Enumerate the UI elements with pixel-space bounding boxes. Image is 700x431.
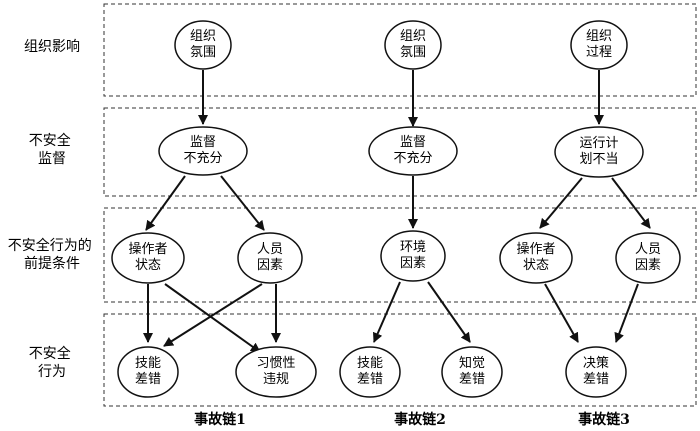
band-preconditions xyxy=(103,207,697,303)
arrow-c3-sup-to-pre-b xyxy=(611,177,651,229)
svg-text:技能差错: 技能差错 xyxy=(135,356,161,387)
level-label-unsafe-acts: 不安全 行为 xyxy=(29,345,75,380)
svg-text:操作者状态: 操作者状态 xyxy=(128,241,167,273)
svg-text:决策差错: 决策差错 xyxy=(583,355,609,387)
band-unsafe-acts xyxy=(103,313,697,407)
svg-text:人员因素: 人员因素 xyxy=(257,242,283,273)
arrow-c3-pre-b-to-act xyxy=(614,283,639,343)
svg-text:运行计划不当: 运行计划不当 xyxy=(579,136,618,167)
arrow-c1-pre-b-to-act-a xyxy=(163,283,263,347)
level-label-org-influence: 组织影响 xyxy=(24,39,80,55)
svg-text:监督不充分: 监督不充分 xyxy=(393,135,432,166)
svg-text:组织氛围: 组织氛围 xyxy=(190,29,216,60)
svg-text:环境因素: 环境因素 xyxy=(400,240,426,271)
svg-text:监督不充分: 监督不充分 xyxy=(183,135,222,166)
node-c1-inadequate-supervision: 监督不充分 xyxy=(158,126,248,176)
arrow-c2-pre-to-act-a xyxy=(372,281,401,343)
arrow-c1-sup-to-pre-b xyxy=(220,175,265,231)
node-c2-environmental-factors: 环境因素 xyxy=(380,230,446,282)
level-label-unsafe-supervision: 不安全 监督 xyxy=(29,132,75,167)
chain-labels: 事故链1 事故链2 事故链3 xyxy=(194,411,630,428)
node-c3-planned-inappropriate-operations: 运行计划不当 xyxy=(554,126,644,178)
arrow-c1-pre-a-to-act-b xyxy=(164,283,261,353)
node-c3-decision-error: 决策差错 xyxy=(565,346,627,398)
svg-text:组织氛围: 组织氛围 xyxy=(400,29,426,60)
svg-text:操作者状态: 操作者状态 xyxy=(516,241,555,273)
node-c1-routine-violation: 习惯性违规 xyxy=(235,346,317,398)
svg-text:知觉差错: 知觉差错 xyxy=(459,355,485,387)
band-org-influence xyxy=(103,3,697,97)
nodes: 组织氛围 组织氛围 组织过程 监督不充分 监督不充分 运行计划不当 操作者状态 xyxy=(111,20,681,398)
level-bands xyxy=(103,3,697,407)
node-c2-inadequate-supervision: 监督不充分 xyxy=(368,126,458,176)
node-c1-org-climate: 组织氛围 xyxy=(174,20,232,70)
node-c2-skill-based-error: 技能差错 xyxy=(339,346,401,398)
node-c3-operator-state: 操作者状态 xyxy=(499,232,573,284)
chain-label-3: 事故链3 xyxy=(578,411,630,428)
node-c1-skill-based-error: 技能差错 xyxy=(117,346,179,398)
node-c1-operator-state: 操作者状态 xyxy=(111,232,185,284)
node-c2-perceptual-error: 知觉差错 xyxy=(441,346,503,398)
node-c2-org-climate: 组织氛围 xyxy=(384,20,442,70)
level-labels: 组织影响 不安全 监督 不安全行为的 前提条件 不安全 行为 xyxy=(8,39,96,380)
chain-label-2: 事故链2 xyxy=(394,411,446,428)
chain-label-1: 事故链1 xyxy=(194,411,246,428)
node-c3-org-process: 组织过程 xyxy=(570,20,628,70)
node-c3-personnel-factors: 人员因素 xyxy=(615,232,681,284)
arrow-c3-sup-to-pre-a xyxy=(539,177,583,229)
arrow-c3-pre-a-to-act xyxy=(544,283,579,343)
arrow-c1-sup-to-pre-a xyxy=(145,175,186,231)
svg-text:习惯性违规: 习惯性违规 xyxy=(256,355,295,387)
svg-text:人员因素: 人员因素 xyxy=(635,242,661,273)
svg-text:技能差错: 技能差错 xyxy=(357,356,383,387)
node-c1-personnel-factors: 人员因素 xyxy=(237,232,303,284)
level-label-preconditions: 不安全行为的 前提条件 xyxy=(8,237,96,272)
band-unsafe-supervision xyxy=(103,107,697,197)
arrow-c2-pre-to-act-b xyxy=(427,281,471,343)
svg-text:组织过程: 组织过程 xyxy=(586,29,612,60)
arrows xyxy=(143,70,651,353)
